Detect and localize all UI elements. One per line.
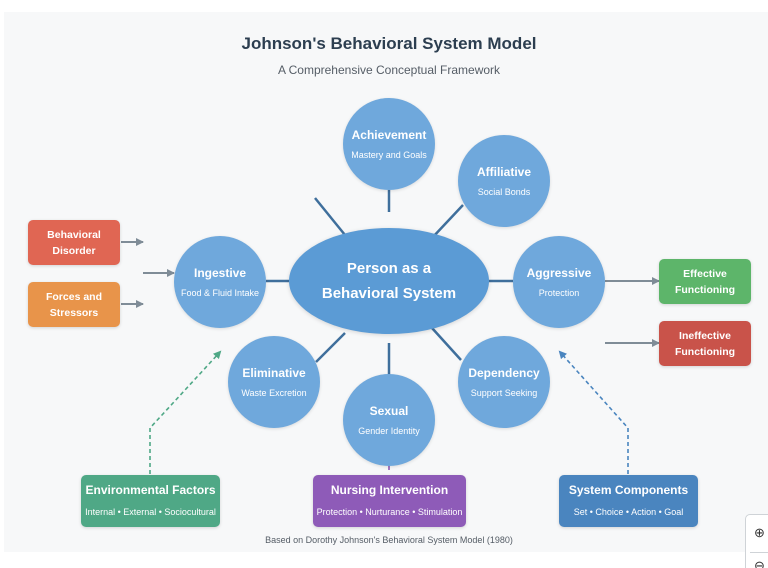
subsystem-achievement: Achievement Mastery and Goals (343, 98, 435, 190)
zoom-in-icon[interactable]: ⊕ (754, 525, 765, 540)
subsystem-sexual-name: Sexual (369, 404, 409, 418)
input-disorder-line-2: Disorder (52, 244, 96, 257)
input-stressors-line-1: Forces and (45, 290, 103, 303)
spoke-eliminative (315, 332, 346, 363)
subsystem-ingestive-desc: Food & Fluid Intake (180, 288, 260, 298)
environmental-factors-box: Environmental Factors Internal • Externa… (81, 475, 220, 527)
subsystem-affiliative: Affiliative Social Bonds (458, 135, 550, 227)
outcome-ineffective-line-2: Functioning (674, 345, 736, 358)
input-disorder-line-1: Behavioral (47, 228, 101, 241)
nursing-intervention-box: Nursing Intervention Protection • Nurtur… (313, 475, 466, 527)
zoom-controls: ⊕ ⊖ (745, 514, 768, 568)
outcome-ineffective-line-1: Ineffective (679, 329, 731, 342)
subsystem-ingestive-name: Ingestive (193, 266, 247, 280)
center-line-2: Behavioral System (321, 285, 457, 302)
diagram-subtitle: A Comprehensive Conceptual Framework (277, 63, 501, 77)
subsystem-eliminative: Eliminative Waste Excretion (228, 336, 320, 428)
spoke-dependency (431, 327, 462, 361)
subsystem-aggressive-desc: Protection (538, 288, 580, 298)
spoke-left-upper (314, 197, 346, 236)
spoke-affiliative (431, 204, 464, 239)
dashed-arrow-environmental (149, 350, 222, 474)
subsystem-dependency: Dependency Support Seeking (458, 336, 550, 428)
subsystem-eliminative-name: Eliminative (242, 366, 306, 380)
subsystem-dependency-name: Dependency (468, 366, 540, 380)
diagram-footer: Based on Dorothy Johnson's Behavioral Sy… (265, 535, 513, 545)
subsystem-achievement-desc: Mastery and Goals (351, 150, 427, 160)
subsystem-sexual: Sexual Gender Identity (343, 374, 435, 466)
subsystem-achievement-name: Achievement (351, 128, 427, 142)
input-forces-stressors: Forces and Stressors (28, 282, 120, 327)
outcome-effective-functioning: Effective Functioning (659, 259, 751, 304)
zoom-controls-divider (750, 552, 768, 553)
subsystem-aggressive: Aggressive Protection (513, 236, 605, 328)
input-behavioral-disorder: Behavioral Disorder (28, 220, 120, 265)
system-components-box: System Components Set • Choice • Action … (559, 475, 698, 527)
outcome-effective-line-2: Functioning (674, 283, 736, 296)
environmental-factors-title: Environmental Factors (85, 483, 216, 497)
subsystem-ingestive: Ingestive Food & Fluid Intake (174, 236, 266, 328)
center-line-1: Person as a (346, 260, 432, 277)
outcome-effective-line-1: Effective (683, 267, 727, 280)
central-person-ellipse: Person as a Behavioral System (289, 228, 489, 334)
input-stressors-line-2: Stressors (49, 306, 99, 319)
nursing-intervention-desc: Protection • Nurturance • Stimulation (316, 507, 463, 517)
subsystem-dependency-desc: Support Seeking (470, 388, 538, 398)
subsystem-eliminative-desc: Waste Excretion (241, 388, 307, 398)
diagram-title: Johnson's Behavioral System Model (241, 34, 537, 53)
dashed-arrow-components (558, 350, 629, 474)
subsystem-affiliative-desc: Social Bonds (477, 187, 531, 197)
zoom-out-icon[interactable]: ⊖ (754, 558, 765, 568)
system-components-desc: Set • Choice • Action • Goal (573, 507, 684, 517)
outcome-ineffective-functioning: Ineffective Functioning (659, 321, 751, 366)
system-components-title: System Components (568, 483, 689, 497)
subsystem-aggressive-name: Aggressive (526, 266, 592, 280)
subsystem-affiliative-name: Affiliative (476, 165, 531, 179)
nursing-intervention-title: Nursing Intervention (330, 483, 449, 497)
subsystem-sexual-desc: Gender Identity (358, 426, 420, 436)
environmental-factors-desc: Internal • External • Sociocultural (85, 507, 216, 517)
